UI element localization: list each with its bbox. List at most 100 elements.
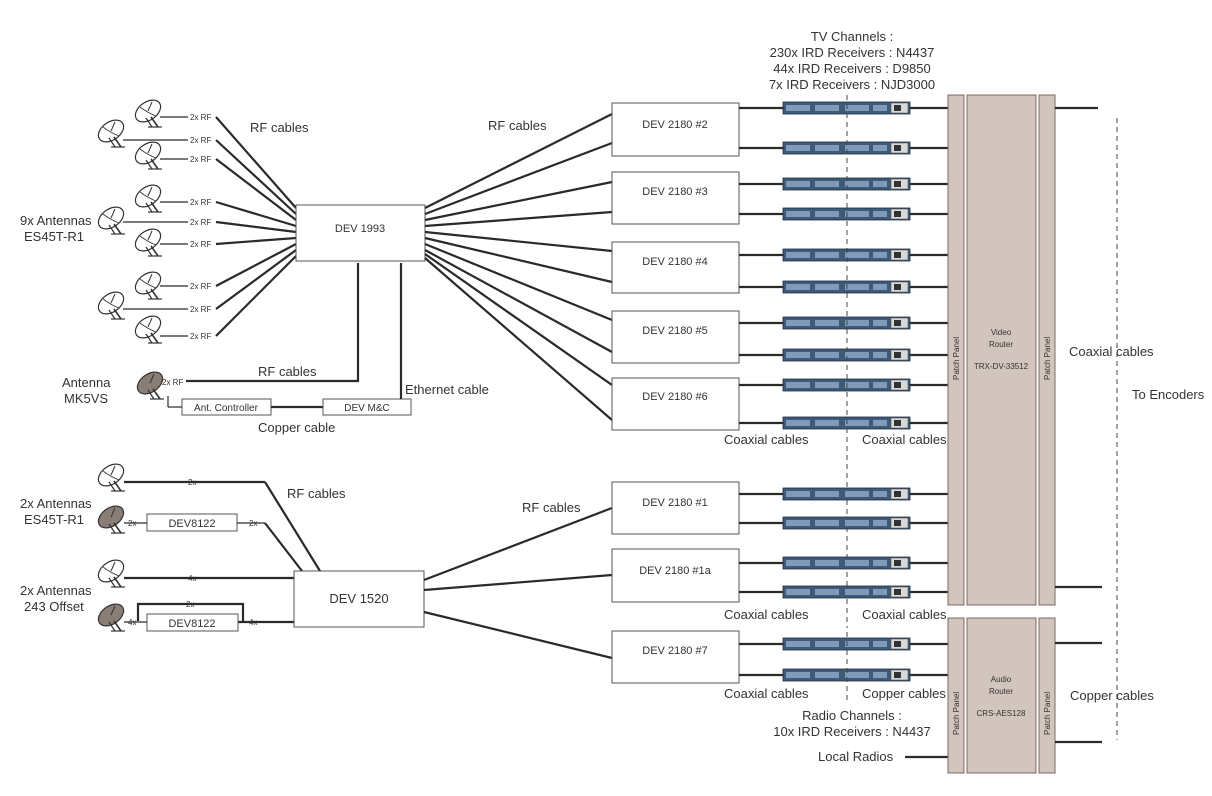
- video-router-model: TRX-DV-33512: [974, 362, 1029, 371]
- rf-count-labels: 2x RF 2x RF 2x RF 2x RF 2x RF 2x RF 2x R…: [190, 113, 211, 341]
- coax-label-3: Coaxial cables: [724, 607, 809, 622]
- patch-panel-left-video: [947, 94, 965, 606]
- dev2180-6-box: [611, 377, 740, 431]
- dev-mc-box: [322, 398, 412, 416]
- mk5-rf-count: 2x RF: [162, 378, 183, 387]
- antennas-9x-model: ES45T-R1: [24, 229, 84, 244]
- antenna-es45t-a: [93, 458, 129, 492]
- rf-cables-label-3: RF cables: [287, 486, 346, 501]
- antenna-es45t-b: [93, 500, 129, 534]
- dev2180-1a-label: DEV 2180 #1a: [639, 565, 711, 577]
- audio-router-line1: Audio: [991, 675, 1012, 684]
- rf-cables-to-dev1993: [215, 116, 297, 337]
- dev8122-a-box: [146, 513, 238, 532]
- coax-label-1: Coaxial cables: [724, 432, 809, 447]
- radio-channels-title: Radio Channels :: [802, 708, 902, 723]
- patch-panel-right-video: [1038, 94, 1056, 606]
- antennas-2a-model: ES45T-R1: [24, 512, 84, 527]
- count-4x-b: 4x: [128, 618, 136, 627]
- count-2x-c: 2x: [249, 519, 257, 528]
- copper-label-lower: Copper cables: [862, 686, 946, 701]
- rf-count-4: 2x RF: [190, 198, 211, 207]
- rf-count-1: 2x RF: [190, 113, 211, 122]
- lower-rf-lines: [124, 480, 321, 624]
- copper-label-out: Copper cables: [1070, 688, 1154, 703]
- rf-cables-dev1993-to-dev2180: [424, 113, 613, 421]
- to-encoders-label: To Encoders: [1132, 387, 1205, 402]
- dev2180-2-box: [611, 102, 740, 157]
- audio-router-box: [966, 617, 1037, 774]
- antennas-2b-model: 243 Offset: [24, 599, 84, 614]
- copper-cable-label: Copper cable: [258, 420, 335, 435]
- dev2180-1-label: DEV 2180 #1: [642, 497, 707, 509]
- dev1520-label: DEV 1520: [329, 591, 388, 606]
- antenna-mk5-label: Antenna: [62, 375, 111, 390]
- antenna-rf-lines: [123, 116, 188, 337]
- video-router-line2: Router: [989, 340, 1013, 349]
- tv-channels-title: TV Channels :: [811, 29, 893, 44]
- receiver-cables-upper: [739, 106, 948, 425]
- ant-controller-label: Ant. Controller: [194, 403, 259, 414]
- patch-panel-label-4: Patch Panel: [1043, 692, 1052, 735]
- dev8122-b-box: [146, 613, 239, 632]
- count-4x-c: 4x: [249, 618, 257, 627]
- dev2180-2-label: DEV 2180 #2: [642, 119, 707, 131]
- encoder-output-lines: [1055, 106, 1102, 744]
- rf-count-2: 2x RF: [190, 136, 211, 145]
- dev1993-label: DEV 1993: [335, 223, 385, 235]
- receiver-cables-lower: [739, 492, 948, 677]
- rf-cables-dev1520-to-dev2180: [423, 506, 613, 660]
- dev8122-a-label: DEV8122: [168, 518, 215, 530]
- video-router-box: [966, 94, 1037, 606]
- mk5-rf-cable: [186, 263, 360, 383]
- dev2180-3-box: [611, 171, 740, 225]
- patch-panel-label-2: Patch Panel: [1043, 337, 1052, 380]
- local-radios-label: Local Radios: [818, 749, 894, 764]
- audio-router-line2: Router: [989, 687, 1013, 696]
- antenna-mk5-model: MK5VS: [64, 391, 108, 406]
- dev2180-3-label: DEV 2180 #3: [642, 186, 707, 198]
- count-4x-a: 4x: [188, 574, 196, 583]
- antennas-2a-label: 2x Antennas: [20, 496, 92, 511]
- patch-panel-label-1: Patch Panel: [952, 337, 961, 380]
- antenna-offset-b: [93, 598, 129, 632]
- rf-count-3: 2x RF: [190, 155, 211, 164]
- video-router-line1: Video: [991, 328, 1012, 337]
- tv-receivers-n4437: 230x IRD Receivers : N4437: [770, 45, 935, 60]
- coax-label-out: Coaxial cables: [1069, 344, 1154, 359]
- patch-panel-left-audio: [947, 617, 965, 774]
- dev1520-box: [293, 570, 425, 628]
- coax-label-4: Coaxial cables: [862, 607, 947, 622]
- dev-mc-label: DEV M&C: [344, 403, 390, 414]
- count-2x-a: 2x: [188, 478, 196, 487]
- dev2180-4-box: [611, 241, 740, 294]
- radio-receivers-n4437: 10x IRD Receivers : N4437: [773, 724, 931, 739]
- rf-count-7: 2x RF: [190, 282, 211, 291]
- count-2x-b: 2x: [128, 519, 136, 528]
- antenna-array-es45t: [93, 94, 166, 344]
- patch-panel-right-audio: [1038, 617, 1056, 774]
- dev2180-1-box: [611, 481, 740, 535]
- dev8122-b-label: DEV8122: [168, 618, 215, 630]
- audio-router-model: CRS-AES128: [977, 709, 1026, 718]
- dev2180-4-label: DEV 2180 #4: [642, 256, 707, 268]
- rf-count-9: 2x RF: [190, 332, 211, 341]
- dev2180-5-box: [611, 310, 740, 364]
- antennas-2b-label: 2x Antennas: [20, 583, 92, 598]
- coax-label-2: Coaxial cables: [862, 432, 947, 447]
- dev2180-5-label: DEV 2180 #5: [642, 325, 707, 337]
- dev2180-7-box: [611, 630, 740, 684]
- dev2180-7-label: DEV 2180 #7: [642, 645, 707, 657]
- count-2x-d: 2x: [186, 600, 194, 609]
- dev2180-1a-box: [611, 548, 740, 603]
- antenna-offset-a: [93, 554, 129, 588]
- rf-count-8: 2x RF: [190, 305, 211, 314]
- coax-label-5: Coaxial cables: [724, 686, 809, 701]
- rf-cables-label-mk5: RF cables: [258, 364, 317, 379]
- ethernet-cable-label: Ethernet cable: [405, 382, 489, 397]
- patch-panel-label-3: Patch Panel: [952, 692, 961, 735]
- dev2180-6-label: DEV 2180 #6: [642, 391, 707, 403]
- rf-count-6: 2x RF: [190, 240, 211, 249]
- rf-cables-label-1: RF cables: [250, 120, 309, 135]
